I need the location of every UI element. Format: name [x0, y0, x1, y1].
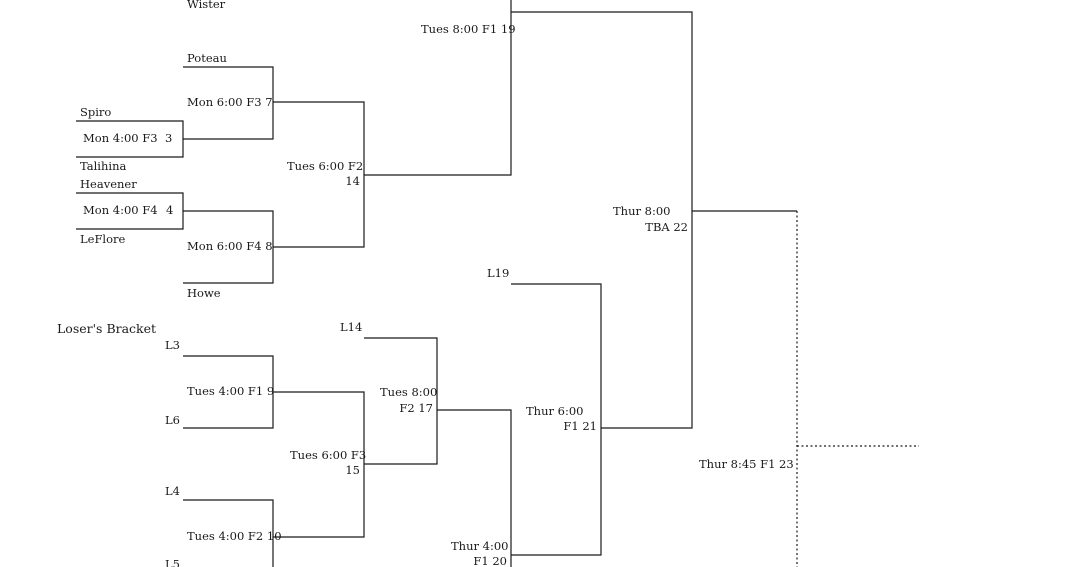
loser-l6: L6: [165, 413, 180, 427]
game-23-label: Thur 8:45 F1: [699, 457, 776, 471]
game-15-number: 15: [345, 463, 360, 477]
game-3-number: 3: [165, 131, 173, 145]
team-poteau: Poteau: [187, 51, 227, 65]
team-leflore: LeFlore: [80, 232, 126, 246]
bracket-line-game-22: [511, 11, 693, 429]
losers-bracket-title: Loser's Bracket: [57, 321, 157, 336]
game-21-number: F1 21: [563, 419, 597, 433]
bracket-line-game-21: [511, 283, 602, 556]
bracket-line-game-7: [183, 66, 274, 140]
game-22-time: Thur 8:00: [613, 204, 671, 218]
loser-l19: L19: [487, 266, 510, 280]
game-14-time: Tues 6:00 F2: [287, 159, 364, 173]
game-22-number: TBA 22: [645, 220, 688, 234]
game-23-number: 23: [779, 457, 794, 471]
bracket-line-game-19: [364, 0, 512, 176]
team-wister: Wister: [187, 0, 226, 11]
game-17-number: F2 17: [399, 401, 433, 415]
game-10-label: Tues 4:00 F2 10: [187, 529, 282, 543]
game-17-time: Tues 8:00: [380, 385, 438, 399]
game-14-number: 14: [345, 174, 360, 188]
bracket-line-game-10: [183, 499, 274, 567]
team-heavener: Heavener: [80, 177, 137, 191]
game-15-time: Tues 6:00 F3: [290, 448, 367, 462]
loser-l14: L14: [340, 320, 363, 334]
loser-l5: L5: [165, 557, 180, 567]
game-20-time: Thur 4:00: [451, 539, 509, 553]
game-4-label: Mon 4:00 F4: [83, 203, 158, 217]
bracket-line-game-17: [364, 337, 438, 465]
bracket-line-game-20: [437, 409, 512, 567]
team-howe: Howe: [187, 286, 221, 300]
game-8-label: Mon 6:00 F4 8: [187, 239, 273, 253]
game-4-number: 4: [166, 203, 174, 217]
game-7-label: Mon 6:00 F3 7: [187, 95, 273, 109]
game-3-label: Mon 4:00 F3: [83, 131, 158, 145]
game-19-label: Tues 8:00 F1 19: [421, 22, 516, 36]
game-21-time: Thur 6:00: [526, 404, 584, 418]
loser-l3: L3: [165, 338, 180, 352]
loser-l4: L4: [165, 484, 180, 498]
team-spiro: Spiro: [80, 105, 112, 119]
game-20-number: F1 20: [473, 554, 507, 567]
game-9-label: Tues 4:00 F1 9: [187, 384, 275, 398]
team-talihina: Talihina: [80, 159, 127, 173]
